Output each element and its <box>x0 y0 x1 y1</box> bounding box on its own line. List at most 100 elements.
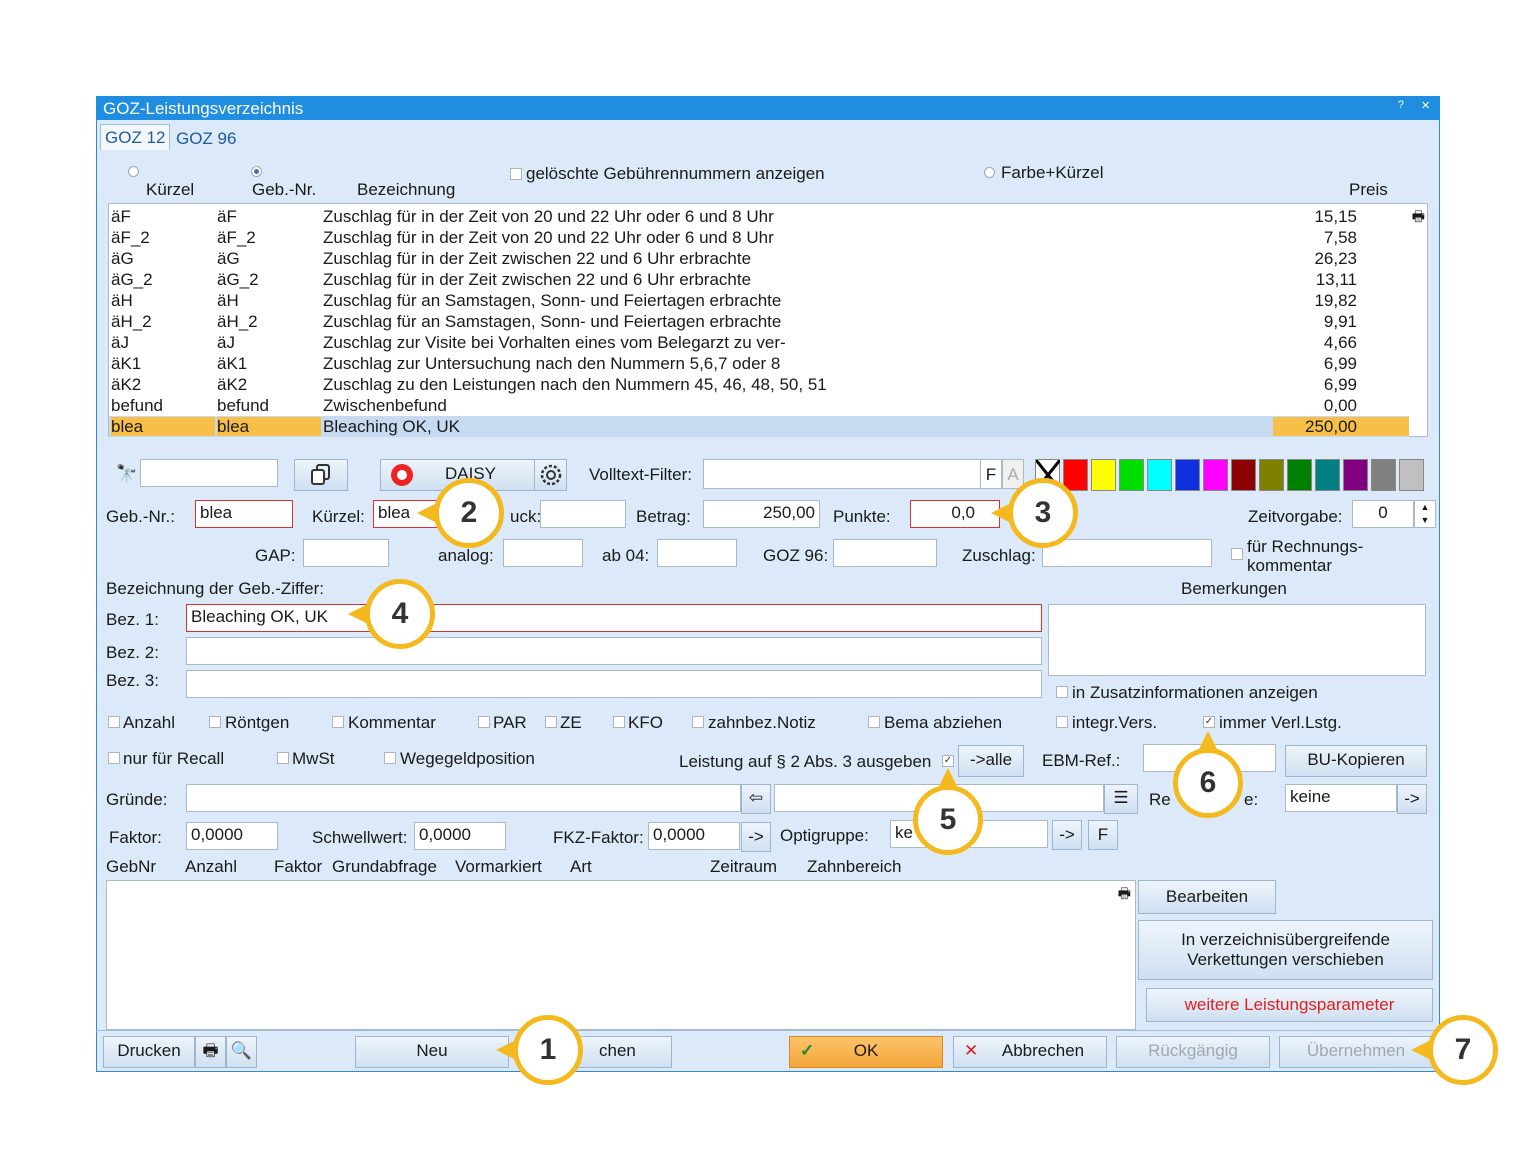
farbe-radio[interactable] <box>984 167 995 178</box>
verketten-button[interactable]: In verzeichnisübergreifende Verkettungen… <box>1138 920 1433 980</box>
zeitvorgabe-spinner[interactable]: ▲▼ <box>1414 500 1436 528</box>
column-kuerzel: Kürzel <box>146 180 195 199</box>
fkz-input[interactable]: 0,0000 <box>648 822 740 850</box>
kommentar-checkbox[interactable] <box>332 716 344 728</box>
color-swatch[interactable] <box>1259 459 1284 491</box>
search-input[interactable] <box>140 459 278 487</box>
ze-checkbox[interactable] <box>545 716 557 728</box>
preview-button[interactable]: 🔍 <box>226 1036 257 1068</box>
volltext-input[interactable] <box>703 459 981 489</box>
bez3-input[interactable] <box>186 670 1042 698</box>
bu-kopieren-button[interactable]: BU-Kopieren <box>1285 745 1427 777</box>
font-button[interactable]: F <box>980 459 1002 489</box>
schwell-input[interactable]: 0,0000 <box>414 822 506 850</box>
uebernehmen-button[interactable]: Übernehmen <box>1279 1036 1433 1068</box>
fkz-arrow-button[interactable]: -> <box>741 822 771 852</box>
par-checkbox[interactable] <box>478 716 490 728</box>
color-swatch[interactable] <box>1315 459 1340 491</box>
leistung-checkbox[interactable]: ✓ <box>942 755 954 767</box>
color-swatch[interactable] <box>1119 459 1144 491</box>
settings-button[interactable] <box>534 459 567 491</box>
optigruppe-arrow-button[interactable]: -> <box>1052 820 1082 850</box>
zusatz-checkbox[interactable] <box>1056 686 1068 698</box>
ok-button[interactable]: ✓ OK <box>789 1036 943 1068</box>
color-swatch[interactable] <box>1231 459 1256 491</box>
help-icon[interactable]: ? <box>1397 99 1404 111</box>
tab-goz96[interactable]: GOZ 96 <box>176 129 237 148</box>
tab-goz12[interactable]: GOZ 12 <box>100 124 171 150</box>
bearbeiten-button[interactable]: Bearbeiten <box>1138 880 1276 914</box>
keine-select[interactable]: keine <box>1285 784 1397 812</box>
color-swatch[interactable] <box>1091 459 1116 491</box>
gruende-input[interactable] <box>186 784 741 812</box>
chain-grid[interactable]: 🖶 <box>106 880 1136 1030</box>
color-swatch[interactable] <box>1063 459 1088 491</box>
sort-kuerzel-radio[interactable] <box>128 166 139 177</box>
zuschlag-input[interactable] <box>1042 539 1212 567</box>
faktor-input[interactable]: 0,0000 <box>186 822 278 850</box>
weitere-parameter-button[interactable]: weitere Leistungsparameter <box>1146 988 1433 1022</box>
printer-settings-button[interactable]: 🖶 <box>195 1036 226 1068</box>
color-swatch[interactable] <box>1287 459 1312 491</box>
roentgen-checkbox[interactable] <box>209 716 221 728</box>
goz96-input[interactable] <box>833 539 937 567</box>
rueckgaengig-button[interactable]: Rückgängig <box>1116 1036 1270 1068</box>
print-icon[interactable]: 🖶 <box>1117 885 1131 901</box>
sort-gebnr-radio[interactable] <box>251 166 262 177</box>
daisy-button[interactable]: DAISY <box>380 459 535 491</box>
punkte-input[interactable]: 0,0 <box>910 500 1000 528</box>
abbrechen-button[interactable]: ✕ Abbrechen <box>953 1036 1107 1068</box>
mwst-checkbox[interactable] <box>277 752 289 764</box>
bez2-input[interactable] <box>186 637 1042 665</box>
rechnung-checkbox[interactable] <box>1231 548 1243 560</box>
color-swatch[interactable] <box>1203 459 1228 491</box>
keine-arrow-button[interactable]: -> <box>1397 784 1427 814</box>
deleted-numbers-checkbox[interactable] <box>510 168 522 180</box>
wegegeld-checkbox[interactable] <box>384 752 396 764</box>
optigruppe-f-button[interactable]: F <box>1088 820 1118 850</box>
druck-input[interactable] <box>540 500 626 528</box>
betrag-input[interactable]: 250,00 <box>703 500 820 528</box>
color-swatch[interactable] <box>1343 459 1368 491</box>
drucken-button[interactable]: Drucken <box>103 1036 195 1068</box>
close-icon[interactable]: × <box>1421 97 1430 114</box>
neu-button[interactable]: Neu <box>355 1036 509 1068</box>
bemerkungen-textarea[interactable] <box>1048 604 1426 676</box>
zeitvorgabe-input[interactable]: 0 <box>1352 500 1414 528</box>
bema-checkbox[interactable] <box>868 716 880 728</box>
kfo-checkbox[interactable] <box>613 716 625 728</box>
color-swatch[interactable] <box>1175 459 1200 491</box>
anzahl-checkbox[interactable] <box>108 716 120 728</box>
bez1-input[interactable]: Bleaching OK, UK <box>186 604 1042 632</box>
color-swatch[interactable] <box>1147 459 1172 491</box>
copy-button[interactable] <box>294 459 348 491</box>
back-arrow-button[interactable]: ⇦ <box>741 784 771 814</box>
integr-checkbox[interactable] <box>1056 716 1068 728</box>
ab04-input[interactable] <box>657 539 737 567</box>
text-color-button[interactable]: A <box>1002 459 1024 489</box>
list-insert-button[interactable]: ☰ <box>1104 784 1138 814</box>
alle-button[interactable]: ->alle <box>958 745 1024 777</box>
color-swatch[interactable] <box>1399 459 1424 491</box>
notiz-label: zahnbez.Notiz <box>708 713 816 732</box>
list-print-icon[interactable]: 🖶 <box>1411 208 1425 224</box>
color-swatch[interactable] <box>1371 459 1396 491</box>
recall-checkbox[interactable] <box>108 752 120 764</box>
gap-input[interactable] <box>303 539 389 567</box>
notiz-checkbox[interactable] <box>692 716 704 728</box>
immer-checkbox[interactable]: ✓ <box>1203 716 1215 728</box>
gebnr-input[interactable]: blea <box>195 500 293 528</box>
analog-input[interactable] <box>503 539 583 567</box>
